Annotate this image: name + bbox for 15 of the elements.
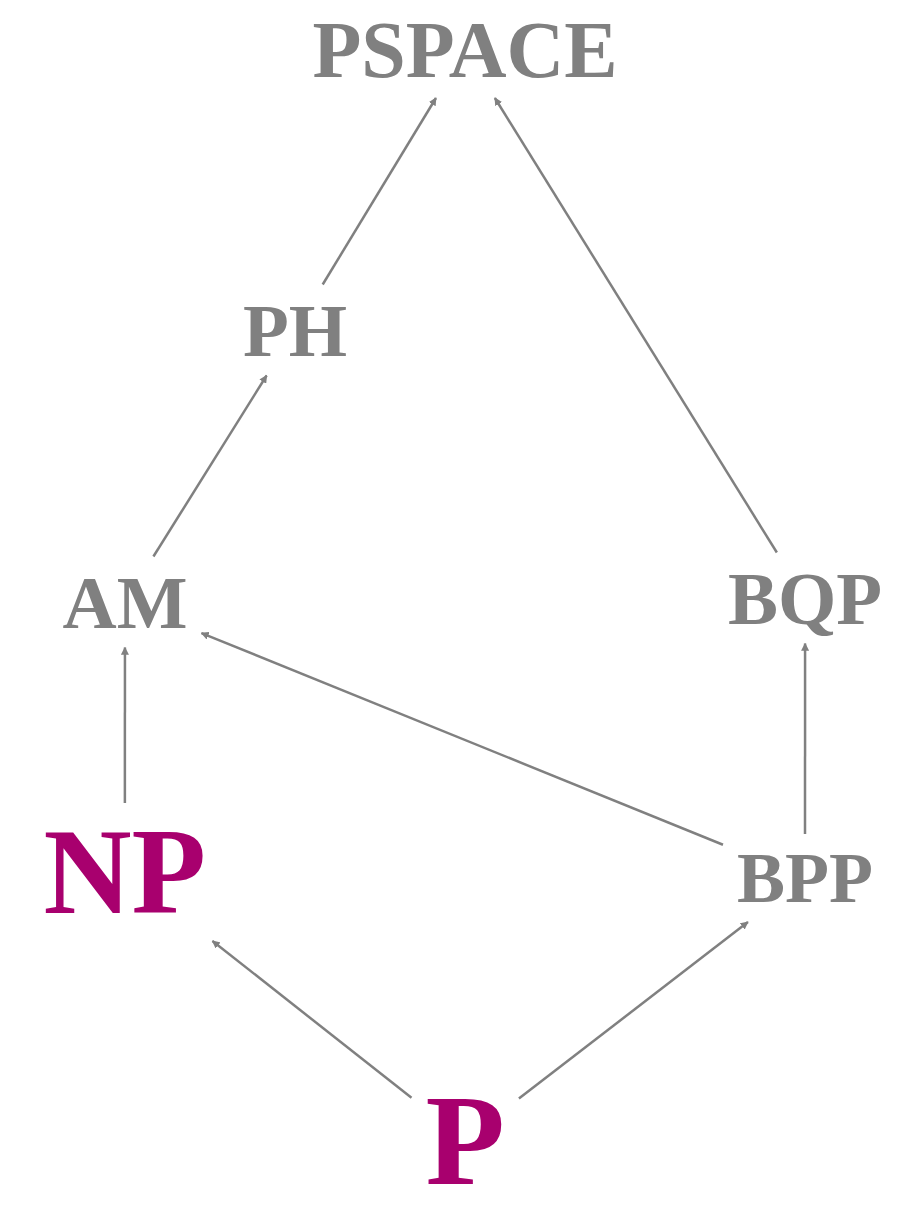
class-label: BQP: [728, 560, 883, 636]
arrow: [211, 940, 413, 1099]
class-label: P: [425, 1075, 505, 1205]
class-label: PH: [243, 292, 348, 368]
arrow: [200, 631, 724, 846]
arrow: [493, 97, 778, 554]
arrow: [321, 97, 437, 286]
arrow: [152, 374, 268, 558]
arrow: [120, 646, 129, 803]
class-label: AM: [62, 564, 188, 640]
arrow: [801, 642, 810, 834]
class-label: NP: [43, 811, 207, 933]
arrow: [518, 921, 749, 1100]
class-label: BPP: [737, 842, 873, 914]
class-label: PSPACE: [312, 10, 618, 90]
